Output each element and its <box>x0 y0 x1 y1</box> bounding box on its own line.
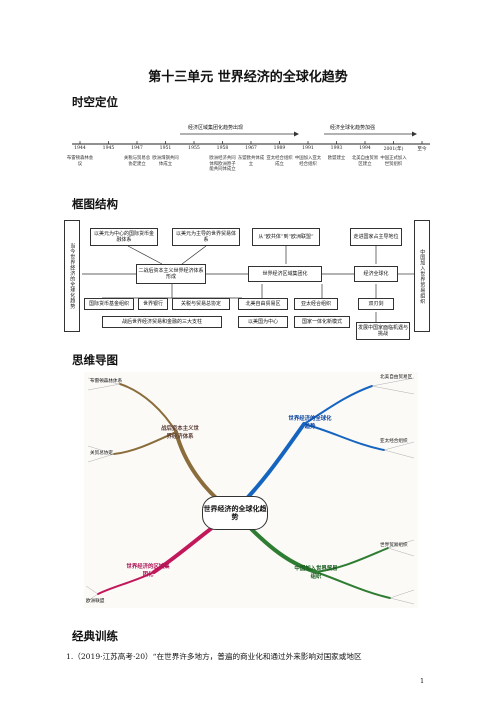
timeline-event: 欧洲经济共同体和欧洲原子能共同体成立 <box>209 156 236 173</box>
section-heading-timeline: 时空定位 <box>72 95 118 109</box>
box-apec: 亚太经合组织 <box>294 298 338 310</box>
branch <box>113 431 177 455</box>
timeline-year: 1945 <box>102 146 115 151</box>
framework-left-label: 当今世界经济的全球化趋势 <box>64 220 80 332</box>
leaf-nafta: 北美自由贸易区 <box>380 375 413 380</box>
band-label-left: 经济区域集团化趋势出现 <box>188 125 244 131</box>
mind-map: 世界经济的全球化趋势 战后资本主义世界经济体系 世界经济的区域集团化 世界经济的… <box>84 372 418 608</box>
box-double-edged: 双刃剑 <box>358 298 394 310</box>
leaf-eu: 欧洲联盟 <box>86 599 105 604</box>
box-us-center: 以美国为中心 <box>238 316 288 328</box>
box-nafta: 北美自由贸易区 <box>238 298 288 310</box>
timeline-year: 1951 <box>159 146 172 151</box>
band-label-right: 经济全球化趋势加强 <box>330 125 376 131</box>
section-heading-mindmap: 思维导图 <box>72 353 118 367</box>
exercise-question-1: 1.（2019·江苏高考·20）“在世界许多地方，普遍的商业化和通过外来影响对国… <box>66 652 362 661</box>
leaf-bretton-woods: 布雷顿森林体系 <box>90 379 123 384</box>
branch <box>315 547 389 573</box>
node-china-wto: 中国加入世界贸易组织 <box>294 566 338 580</box>
leaf-apec: 亚太经合组织 <box>380 439 408 444</box>
box-developed-dominant: 走进国家占主导地位 <box>350 228 402 246</box>
arrowhead <box>294 131 299 137</box>
timeline-year: 1991 <box>302 146 314 151</box>
leaf-wto: 世界贸易组织 <box>380 543 408 548</box>
branch <box>303 423 385 451</box>
box-usd-finance: 以美元为中心的国际货币金融体系 <box>90 228 158 246</box>
framework-right-label: 中国加入世界贸易组织 <box>414 220 430 332</box>
framework-diagram: 当今世界经济的全球化趋势 中国加入世界贸易组织 以美元为中心的国际货币金融体系 … <box>62 216 434 346</box>
section-heading-framework: 框图结构 <box>72 197 118 211</box>
timeline-year: 1944 <box>74 146 86 151</box>
box-three-pillars: 战后世界经济贸易和金融的三大支柱 <box>102 316 222 328</box>
timeline-event: 东盟欧共体成立 <box>237 156 265 167</box>
box-world-bank: 世界银行 <box>138 298 168 310</box>
box-postwar-system: 二战后资本主义世界经济体系形成 <box>136 264 206 284</box>
branch <box>315 571 391 599</box>
branch <box>119 383 177 433</box>
branch <box>303 385 373 425</box>
timeline-year: 至今 <box>417 147 427 152</box>
section-heading-exercise: 经典训练 <box>72 629 118 643</box>
timeline-year: 1955 <box>188 146 200 151</box>
timeline-year: 1993 <box>330 146 343 151</box>
page-title: 第十三单元 世界经济的全球化趋势 <box>148 70 348 85</box>
box-regional-bloc: 世界经济区域集团化 <box>248 266 322 282</box>
box-integration-model: 国家一体化新模式 <box>294 316 350 328</box>
timeline-year: 1947 <box>131 146 143 151</box>
box-ec-to-eu: 从“欧共体”到“欧洲联盟” <box>252 228 320 246</box>
timeline-event: 亚太经合组织成立 <box>266 156 293 167</box>
node-region: 世界经济的区域集团化 <box>126 564 170 578</box>
timeline-event: 中国加入亚太经合组织 <box>294 156 322 167</box>
timeline-event: 北美自由贸易区建立 <box>351 156 379 167</box>
box-usd-trade: 以美元为主导的世界贸易体系 <box>172 228 240 246</box>
timeline-year: 2001(年) <box>383 147 404 152</box>
timeline-year: 1967 <box>245 146 257 151</box>
timeline-event: 布雷顿森林会议 <box>66 156 94 167</box>
timeline-svg <box>72 131 430 145</box>
node-global: 世界经济的全球化趋势 <box>288 416 332 430</box>
leaf-lines <box>85 377 415 605</box>
timeline-year: 1989 <box>273 146 286 151</box>
timeline-year: 1958 <box>216 146 229 151</box>
timeline-event: 欧洲煤钢共同体成立 <box>152 156 179 167</box>
arrowhead <box>412 131 417 137</box>
timeline-years: 1944 1945 1947 1951 1955 1958 1967 1989 1991 1993… <box>72 146 430 154</box>
page-number: 1 <box>420 677 425 685</box>
box-imf: 国际货币基金组织 <box>84 298 134 310</box>
node-postwar-system: 战后资本主义世界经济体系 <box>161 426 199 440</box>
branch <box>97 571 155 595</box>
box-gatt: 关税与贸易总协定 <box>172 298 230 310</box>
timeline-year: 1994 <box>359 146 371 151</box>
timeline-event: 欧盟建立 <box>327 156 346 161</box>
box-globalization: 经济全球化 <box>354 266 398 282</box>
timeline-event: 关税与贸易总协定建立 <box>123 156 151 167</box>
leaf-gatt: 关贸总协定 <box>90 451 113 456</box>
box-china-opportunity: 发展中国家面临机遇与挑战 <box>356 322 410 340</box>
mind-map-center: 世界经济的全球化趋势 <box>202 496 268 530</box>
timeline-events: 布雷顿森林会议 关税与贸易总协定建立欧洲煤钢共同体成立 欧洲经济共同体和欧洲原子能共… <box>67 156 430 186</box>
timeline-event: 中国正式加入世贸组织 <box>380 156 407 167</box>
